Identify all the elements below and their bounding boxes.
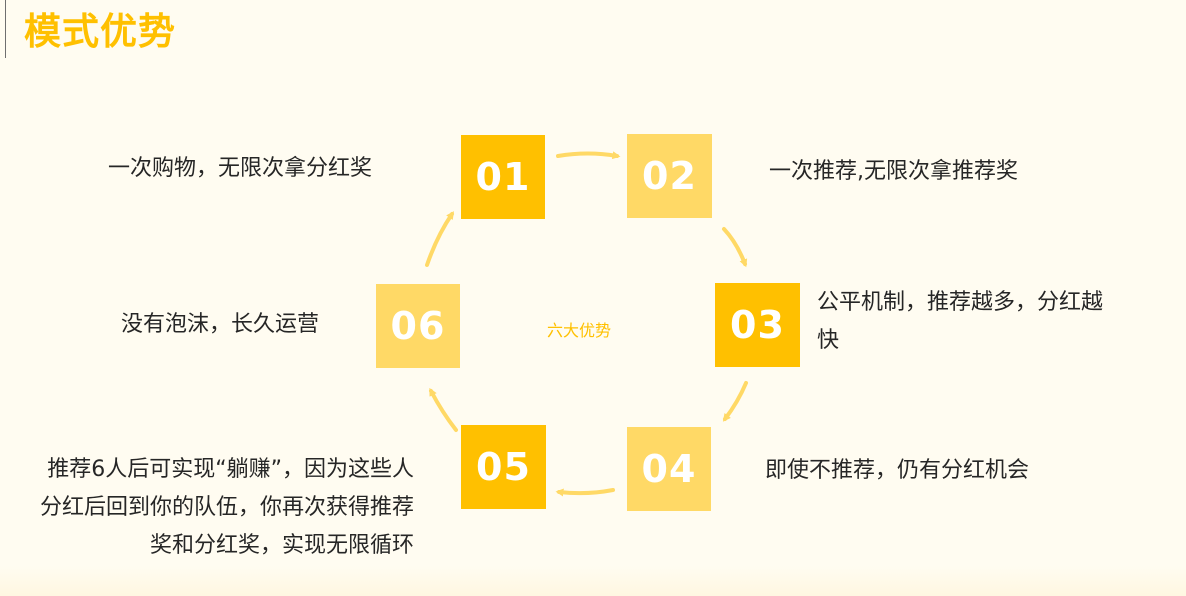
step-02-box: 02 xyxy=(627,134,712,218)
arrow-01-to-02 xyxy=(556,151,621,160)
arrow-05-to-06 xyxy=(429,387,458,432)
step-06-box: 06 xyxy=(376,284,460,368)
arrow-04-to-05 xyxy=(555,488,615,497)
step-02-description: 一次推荐,无限次拿推荐奖 xyxy=(769,159,1018,184)
step-01-box: 01 xyxy=(461,135,545,219)
arrow-02-to-03 xyxy=(722,227,748,268)
step-01-number: 01 xyxy=(475,155,531,199)
arrow-03-to-04 xyxy=(722,381,748,422)
step-04-description: 即使不推荐，仍有分红机会 xyxy=(765,458,1030,483)
step-05-number: 05 xyxy=(476,445,531,489)
arrow-06-to-01 xyxy=(425,211,454,267)
step-06-number: 06 xyxy=(390,304,446,348)
center-label: 六大优势 xyxy=(547,321,612,340)
step-03-number: 03 xyxy=(730,303,785,347)
step-04-box: 04 xyxy=(627,427,711,511)
step-05-description-line-1: 推荐6人后可实现“躺赚”，因为这些人 xyxy=(47,457,414,482)
step-03-description: 公平机制，推荐越多，分红越 快 xyxy=(817,284,1103,360)
step-05-description-line-3: 奖和分红奖，实现无限循环 xyxy=(149,533,414,558)
step-05-description: 推荐6人后可实现“躺赚”，因为这些人 分红后回到你的队伍，你再次获得推荐 奖和分… xyxy=(40,451,414,565)
step-03-box: 03 xyxy=(715,283,800,367)
step-01-description: 一次购物，无限次拿分红奖 xyxy=(108,156,373,181)
step-04-number: 04 xyxy=(641,447,697,491)
title-left-rule xyxy=(5,0,6,58)
step-05-description-line-2: 分红后回到你的队伍，你再次获得推荐 xyxy=(39,495,414,520)
page-title: 模式优势 xyxy=(24,10,176,53)
step-06-description: 没有泡沫，长久运营 xyxy=(121,312,320,337)
step-03-description-line-1: 公平机制，推荐越多，分红越 xyxy=(817,290,1104,315)
step-02-number: 02 xyxy=(642,154,697,198)
step-03-description-line-2: 快 xyxy=(817,328,840,353)
bottom-band xyxy=(0,566,1186,596)
step-05-box: 05 xyxy=(461,425,546,509)
